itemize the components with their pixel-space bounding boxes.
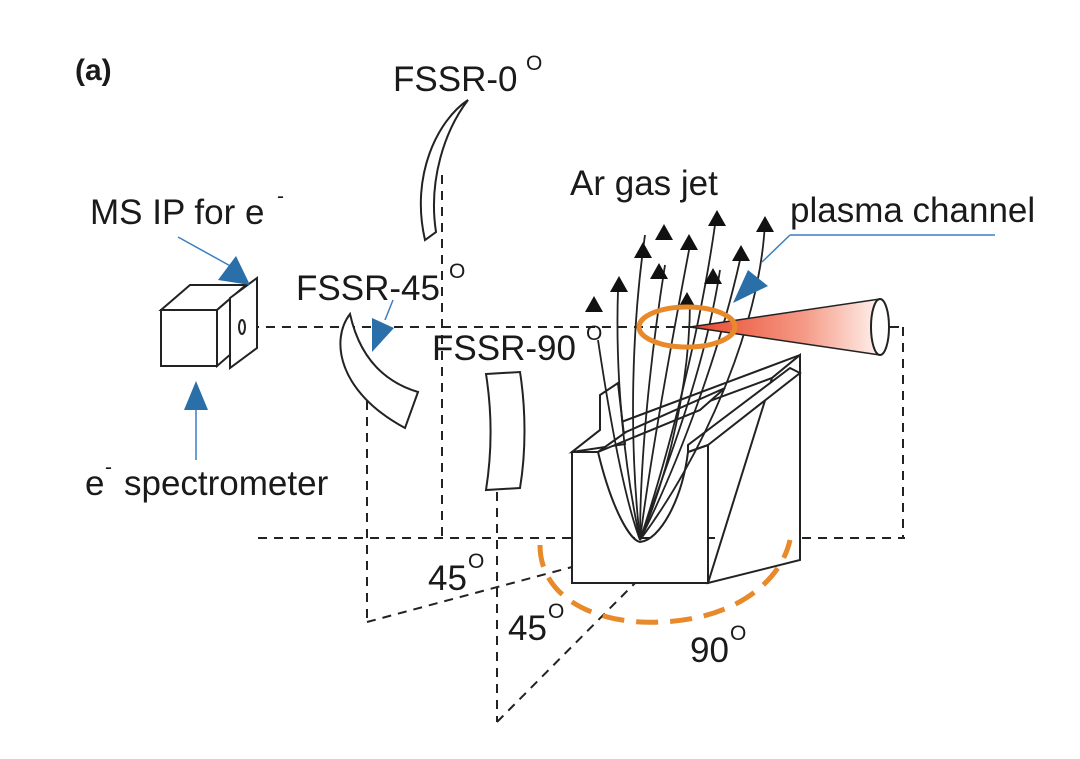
fssr-90-label: FSSR-90 [432, 329, 576, 368]
angle-45-left: 45 [428, 559, 467, 598]
jet-arrowheads [585, 210, 774, 312]
gas-nozzle-block [568, 352, 802, 585]
fssr-90-crystal [484, 370, 526, 492]
fssr-45-pointer [372, 299, 394, 352]
spectrometer-pointer [184, 381, 208, 460]
fssr-90-degree: O [586, 322, 602, 345]
angle-45-right-degree: O [548, 600, 564, 623]
fssr-45-label: FSSR-45 [296, 269, 440, 308]
fssr-45-degree: O [449, 260, 465, 283]
plasma-channel-pointer [733, 234, 995, 303]
plasma-channel-label: plasma channel [790, 191, 1035, 230]
spectrometer-cube [158, 276, 258, 370]
fssr-0-label: FSSR-0 [393, 60, 517, 99]
angle-90: 90 [690, 631, 729, 670]
fssr-0-crystal [419, 99, 469, 242]
ms-ip-label: MS IP for e [90, 193, 264, 232]
angle-45-left-degree: O [468, 550, 484, 573]
laser-beam [689, 298, 890, 356]
spectrometer-electron-sup: - [105, 456, 112, 479]
angle-45-right: 45 [508, 609, 547, 648]
fssr-0-degree: O [526, 52, 542, 75]
gas-jet-label: Ar gas jet [570, 164, 718, 203]
ms-ip-pointer [177, 236, 250, 285]
spectrometer-prefix: e [85, 464, 104, 503]
plasma-channel-ring [636, 304, 738, 350]
fssr-45-crystal [339, 311, 420, 430]
ms-ip-electron-sup: - [277, 185, 284, 208]
angle-arc-orange [537, 539, 793, 625]
spectrometer-label: spectrometer [124, 464, 329, 503]
panel-label: (a) [75, 54, 112, 87]
angle-90-degree: O [730, 622, 746, 645]
gas-jet-streamlines [597, 221, 766, 541]
